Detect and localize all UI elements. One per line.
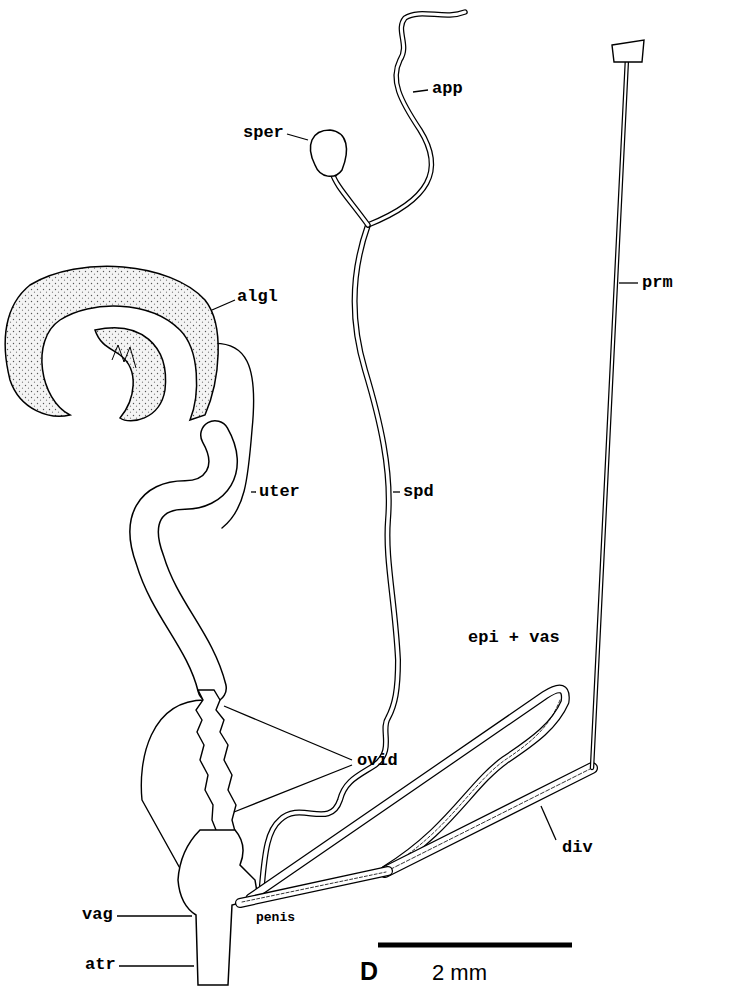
part-label: sper — [243, 123, 284, 143]
albumen-gland-coil — [95, 328, 166, 421]
prm-muscle-inner — [592, 58, 627, 768]
sper-duct — [332, 172, 368, 225]
part-label: prm — [642, 273, 673, 293]
leader-line — [117, 915, 192, 916]
scale-label: 2 mm — [432, 960, 487, 986]
leader-line — [287, 134, 308, 140]
part-label: app — [432, 79, 463, 99]
part-label: epi + vas — [468, 628, 560, 648]
uterus-tube-inner — [144, 435, 223, 688]
panel-letter: D — [360, 956, 378, 986]
part-label: vag — [82, 905, 113, 925]
div-tube — [385, 768, 592, 872]
uterus-tube — [144, 435, 223, 688]
penis-tube — [240, 871, 388, 903]
part-label: ovid — [357, 751, 398, 771]
vagina-atrium — [178, 830, 258, 985]
sper-duct-inner — [332, 172, 368, 225]
spd-tube — [262, 225, 398, 885]
oviduct — [196, 690, 236, 835]
leader-line — [541, 806, 556, 840]
penis-tube-inner — [240, 871, 388, 903]
part-label: atr — [85, 955, 116, 975]
part-label: spd — [403, 482, 434, 502]
spermatheca — [310, 130, 346, 176]
part-label: penis — [256, 910, 295, 926]
penis-canal — [242, 872, 386, 902]
gland-crest — [112, 345, 136, 368]
spd-tube-inner — [262, 225, 398, 885]
leader-line — [251, 491, 256, 492]
leader-line — [224, 706, 352, 760]
part-label: algl — [237, 287, 278, 307]
app-tube-inner — [368, 12, 465, 225]
prm-muscle — [592, 58, 627, 768]
app-tube — [368, 12, 465, 225]
div-tube-inner — [385, 768, 592, 872]
prm-attachment — [612, 40, 644, 62]
leader-line — [393, 491, 400, 492]
albumen-gland — [5, 266, 218, 420]
leader-line — [619, 282, 638, 283]
vas-deferens — [385, 700, 560, 870]
part-label: uter — [259, 482, 300, 502]
part-label: div — [562, 838, 593, 858]
leader-line — [212, 300, 235, 310]
div-canal — [385, 769, 590, 872]
leader-line — [234, 765, 352, 812]
scale-bar — [378, 943, 572, 948]
leader-line — [119, 965, 194, 966]
leader-line — [413, 90, 428, 92]
